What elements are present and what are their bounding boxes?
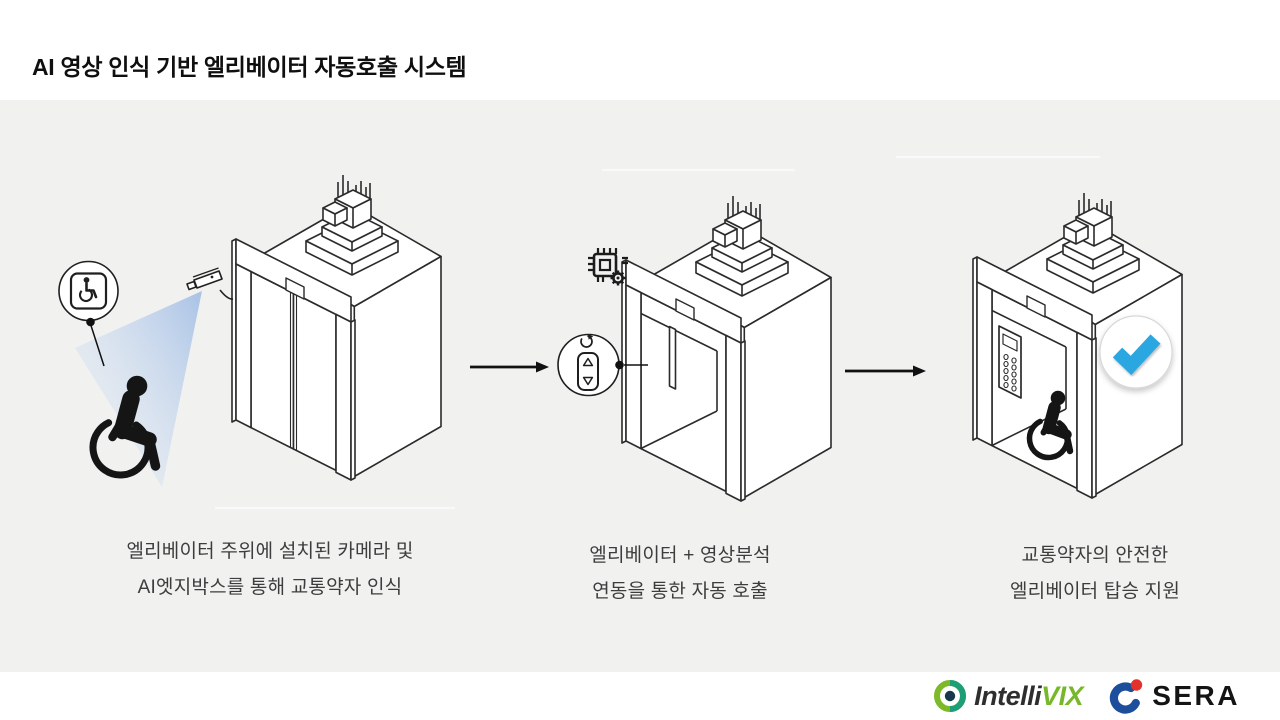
- elevator-1-doors: [250, 270, 337, 472]
- flow-arrow-1: [470, 361, 549, 373]
- footer-bar: [0, 672, 1280, 720]
- caption-line: 교통약자의 안전한: [1021, 545, 1169, 566]
- checkmark-badge: [1099, 315, 1173, 389]
- footer-logos: IntelliVIX SERA: [933, 677, 1240, 715]
- checkmark-icon: [1112, 334, 1161, 376]
- wheelchair-sign-badge: [58, 260, 119, 367]
- intellivix-logo-icon: [934, 680, 967, 712]
- caption-line: AI엣지박스를 통해 교통약자 인식: [137, 577, 403, 598]
- separator-lines: [215, 155, 1100, 510]
- cctv-camera-icon: [186, 267, 234, 300]
- sera-logo-icon: [1110, 679, 1143, 714]
- step1-caption: 엘리베이터 주위에 설치된 카메라 및 AI엣지박스를 통해 교통약자 인식: [90, 534, 450, 606]
- elevator-3-illustration: [972, 192, 1183, 499]
- elevator-2-illustration: [621, 195, 832, 502]
- sera-logo: SERA: [1109, 677, 1240, 715]
- step2-caption: 엘리베이터 + 영상분석 연동을 통한 자동 호출: [530, 538, 830, 610]
- wheelchair-icon: [69, 272, 108, 310]
- sera-logo-text: SERA: [1152, 680, 1240, 711]
- elevator-keypad: [998, 325, 1022, 399]
- intellivix-logo: IntelliVIX: [933, 679, 1084, 713]
- wheelchair-user-figure: [89, 375, 161, 479]
- elevator-call-buttons-icon: [577, 352, 599, 391]
- elevator-1-illustration: [231, 174, 442, 481]
- caption-line: 엘리베이터 탑승 지원: [1009, 581, 1181, 602]
- ai-chip-icon: [588, 248, 628, 286]
- passenger-wheelchair-figure: [1026, 390, 1074, 461]
- caption-line: 연동을 통한 자동 호출: [592, 581, 768, 602]
- page-title: AI 영상 인식 기반 엘리베이터 자동호출 시스템: [32, 54, 467, 80]
- gear-icon: [610, 270, 626, 286]
- leader-line: [89, 323, 105, 367]
- call-button-badge: [557, 333, 648, 397]
- intellivix-logo-text-accent: VIX: [1041, 680, 1084, 711]
- sync-icon: [580, 334, 594, 348]
- flow-arrow-2: [845, 365, 926, 377]
- leader-dot: [86, 317, 95, 327]
- caption-line: 엘리베이터 + 영상분석: [589, 545, 771, 566]
- intellivix-logo-text: Intelli: [974, 680, 1042, 711]
- leader-dot: [615, 360, 624, 370]
- step3-caption: 교통약자의 안전한 엘리베이터 탑승 지원: [945, 538, 1245, 610]
- caption-line: 엘리베이터 주위에 설치된 카메라 및: [126, 541, 414, 562]
